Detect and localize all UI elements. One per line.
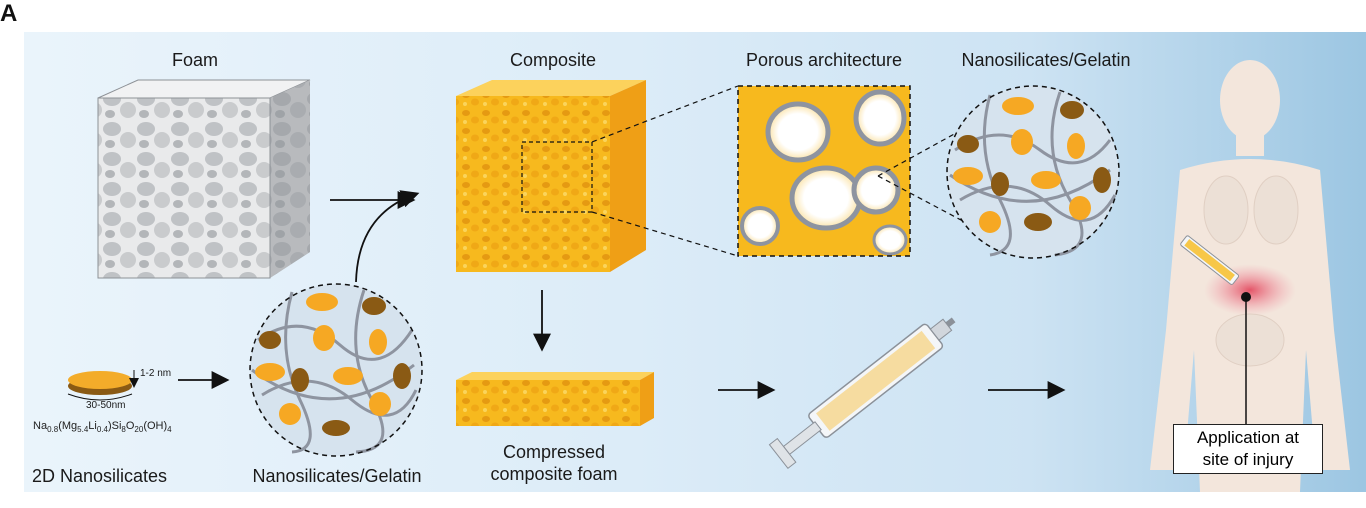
porous-architecture-label: Porous architecture: [745, 50, 903, 70]
compressed-label-line1: Compressed: [502, 442, 606, 462]
composite-cube: [456, 80, 646, 272]
porous-inset: [737, 85, 911, 257]
nanosilicate-disc: [67, 370, 139, 401]
syringe: [768, 317, 956, 470]
application-line2: site of injury: [1202, 450, 1294, 469]
foam-label: Foam: [171, 50, 218, 70]
panel-letter: A: [0, 0, 18, 27]
composite-label: Composite: [509, 50, 597, 70]
nanogel-bottom-label: Nanosilicates/Gelatin: [252, 466, 422, 486]
nanogel-top-label: Nanosilicates/Gelatin: [961, 50, 1131, 70]
diameter-label: 30-50nm: [86, 400, 126, 411]
2d-nanosilicates-label: 2D Nanosilicates: [32, 466, 168, 486]
thickness-label: 1-2 nm: [140, 368, 172, 379]
application-line1: Application at: [1196, 428, 1300, 447]
compressed-foam: [456, 372, 654, 426]
compressed-label-line2: composite foam: [490, 464, 618, 484]
nanogel-circle-bottom: [249, 283, 423, 457]
nanogel-circle-top: [946, 85, 1120, 259]
human-silhouette: [1150, 60, 1350, 492]
zoom-region: [521, 141, 593, 213]
arrow-nanogel-to-composite: [355, 190, 420, 283]
application-callout: Application at site of injury: [1173, 424, 1323, 474]
chemical-formula: Na0.8(Mg5.4Li0.4)Si8O20(OH)4: [33, 420, 172, 435]
foam-cube: [97, 79, 311, 279]
